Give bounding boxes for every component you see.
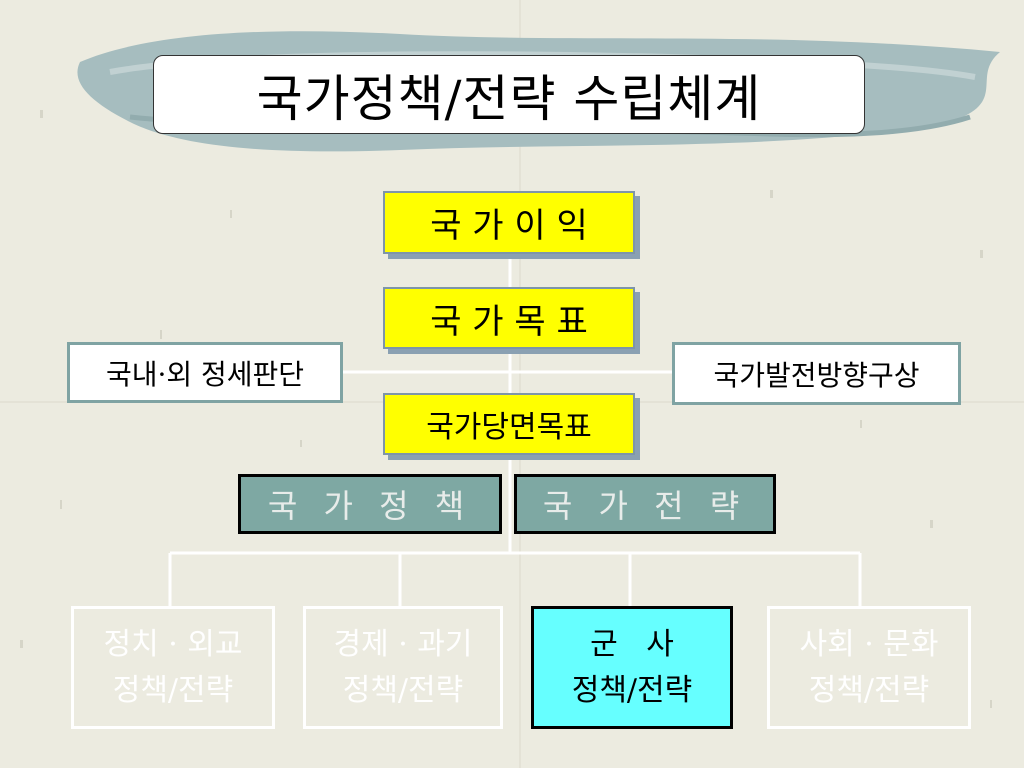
national-strategy-label: 국 가 전 략: [542, 487, 748, 525]
national-interest-box: 국 가 이 익: [383, 191, 635, 254]
category-line2: 정책/전략: [808, 672, 930, 708]
national-strategy-box: 국 가 전 략: [514, 474, 776, 534]
category-line1: 정치 · 외교: [103, 626, 243, 662]
situation-label: 국내·외 정세판단: [105, 357, 305, 391]
national-policy-label: 국 가 정 책: [267, 487, 473, 525]
category-economy-science: 경제 · 과기 정책/전략: [303, 606, 503, 729]
development-box: 국가발전방향구상: [672, 342, 961, 405]
situation-box: 국내·외 정세판단: [67, 342, 343, 403]
category-line1: 군 사: [590, 626, 674, 662]
category-military: 군 사 정책/전략: [531, 606, 733, 729]
national-goal-label: 국 가 목 표: [430, 301, 588, 342]
page-title: 국가정책/전략 수립체계: [256, 69, 762, 128]
category-line1: 사회 · 문화: [799, 626, 939, 662]
category-line1: 경제 · 과기: [333, 626, 473, 662]
category-line2: 정책/전략: [571, 672, 693, 708]
national-policy-box: 국 가 정 책: [238, 474, 502, 534]
national-goal-box: 국 가 목 표: [383, 287, 635, 349]
national-interest-label: 국 가 이 익: [430, 206, 588, 246]
current-goal-label: 국가당면목표: [426, 410, 592, 445]
category-line2: 정책/전략: [342, 672, 464, 708]
category-politics-diplomacy: 정치 · 외교 정책/전략: [71, 606, 275, 729]
current-goal-box: 국가당면목표: [383, 393, 635, 455]
category-line2: 정책/전략: [112, 672, 234, 708]
category-society-culture: 사회 · 문화 정책/전략: [767, 606, 971, 729]
title-box: 국가정책/전략 수립체계: [153, 55, 865, 134]
development-label: 국가발전방향구상: [713, 358, 920, 392]
